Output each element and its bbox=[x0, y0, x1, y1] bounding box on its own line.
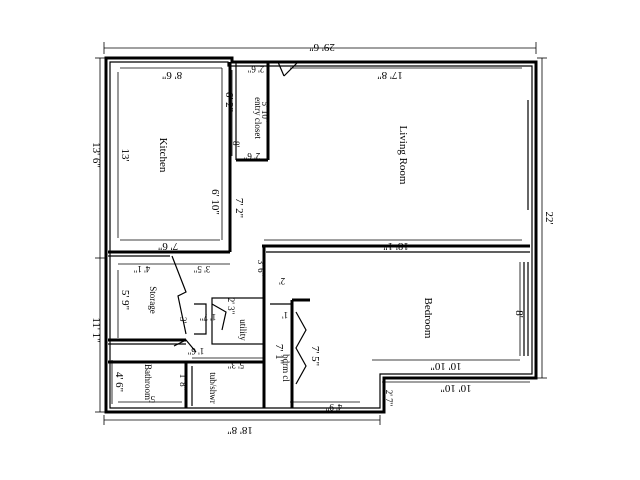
dim-overall-width: 29' 6" bbox=[309, 41, 335, 53]
dim-bottom-width: 18' 8" bbox=[227, 424, 253, 436]
dim-bath-bottom: 5' bbox=[149, 394, 156, 404]
dim-bedroom-notch: 2' 7" bbox=[384, 390, 394, 407]
dim-storage-height: 5' 9" bbox=[119, 290, 131, 310]
dim-bdrm-cl-depth: 7' 5" bbox=[309, 346, 321, 366]
room-living: Living Room bbox=[397, 126, 409, 185]
dim-bath-gap: 1' 8" bbox=[178, 374, 188, 391]
exterior-walls bbox=[104, 56, 538, 414]
dim-bath-width: 5' 3" bbox=[227, 360, 244, 370]
dim-kitchen-right-lower: 6' 10" bbox=[209, 189, 221, 215]
dim-overall-depth-right: 22' bbox=[543, 212, 555, 225]
dim-bedroom-width: 10' 10" bbox=[430, 360, 461, 372]
dim-hall-e: 3' bbox=[178, 317, 188, 324]
room-tub-shower: tub/shwr bbox=[208, 372, 218, 404]
room-kitchen: Kitchen bbox=[157, 138, 169, 173]
dim-closet-height: 5' 10" bbox=[260, 101, 270, 122]
dim-util-bottom: 1' 6" bbox=[187, 346, 204, 356]
dim-hall-f: 1' bbox=[282, 310, 289, 320]
room-bdrm-cl: bdrm cl bbox=[281, 354, 291, 382]
interior-walls bbox=[108, 61, 530, 408]
dim-hall-b: 2' bbox=[279, 276, 286, 286]
dim-kitchen-right-upper: 6' 2" bbox=[223, 92, 235, 112]
dim-closet-bottom: 2' 6" bbox=[243, 151, 260, 161]
room-entry-closet: entry closet bbox=[253, 97, 263, 139]
room-bedroom: Bedroom bbox=[422, 298, 434, 339]
dim-bedroom-outer-width: 10' 10" bbox=[440, 382, 471, 394]
room-bathroom: Bathroom bbox=[143, 364, 153, 400]
dim-bath-height: 4' 6" bbox=[113, 372, 125, 392]
dim-hall-a: 3' 6" bbox=[256, 260, 266, 277]
room-storage: Storage bbox=[148, 286, 158, 314]
room-utility: utility bbox=[238, 319, 248, 341]
dim-kitchen-bottom: 7' 6" bbox=[158, 240, 178, 252]
dim-living-bottom: 18' 1" bbox=[383, 240, 409, 252]
dim-living-top: 17' 8" bbox=[377, 69, 403, 81]
room-labels: Kitchen Living Room entry closet Bedroom… bbox=[143, 97, 434, 404]
dim-closet-side: 8' bbox=[231, 141, 241, 148]
dim-left-lower: 11' 1" bbox=[90, 317, 102, 342]
dim-storage-top-a: 4' 1" bbox=[133, 264, 150, 274]
dim-kitchen-height: 13' bbox=[119, 149, 131, 162]
dimension-labels: 29' 6" 13' 6" 22' 18' 8" 11' 1" 8' 6" 13… bbox=[90, 41, 555, 436]
dim-storage-top-b: 3' 5" bbox=[193, 264, 210, 274]
dim-kitchen-width: 8' 6" bbox=[162, 69, 182, 81]
dim-hall-c: 2' 3" bbox=[226, 298, 236, 315]
dim-closet-top: 2' 6" bbox=[247, 64, 264, 74]
dim-kitchen-right-outer: 7' 2" bbox=[233, 198, 245, 218]
dim-bdrm-cl-bottom: 4' 9" bbox=[325, 402, 342, 412]
dim-bdrm-cl-height: 7' 1" bbox=[273, 344, 285, 364]
dim-hall-d: 1' 7" bbox=[199, 312, 216, 322]
dimension-lines bbox=[95, 42, 547, 425]
dim-bedroom-height: 8' bbox=[513, 310, 525, 318]
dim-overall-depth-left: 13' 6" bbox=[90, 142, 102, 168]
